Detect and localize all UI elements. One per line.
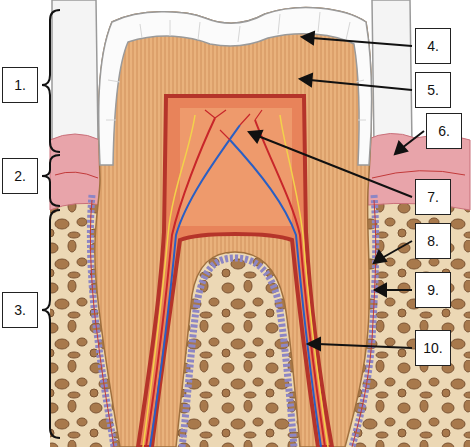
callout-number: 9. (427, 282, 439, 298)
callout-box: 2. (2, 158, 38, 194)
callout-box: 1. (2, 67, 38, 103)
callout-number: 1. (14, 77, 26, 93)
callout-box: 3. (2, 292, 38, 328)
callout-number: 8. (427, 233, 439, 249)
callout-number: 7. (427, 189, 439, 205)
callout-box: 7. (415, 179, 451, 215)
callout-number: 6. (438, 123, 450, 139)
callout-box: 6. (426, 113, 462, 149)
callout-number: 3. (14, 302, 26, 318)
callout-box: 5. (415, 72, 451, 108)
callout-number: 10. (423, 340, 442, 356)
callout-number: 4. (427, 38, 439, 54)
callout-number: 2. (14, 168, 26, 184)
callout-box: 8. (415, 223, 451, 259)
callout-box: 10. (415, 330, 451, 366)
callout-box: 9. (415, 272, 451, 308)
callout-number: 5. (427, 82, 439, 98)
callout-box: 4. (415, 28, 451, 64)
